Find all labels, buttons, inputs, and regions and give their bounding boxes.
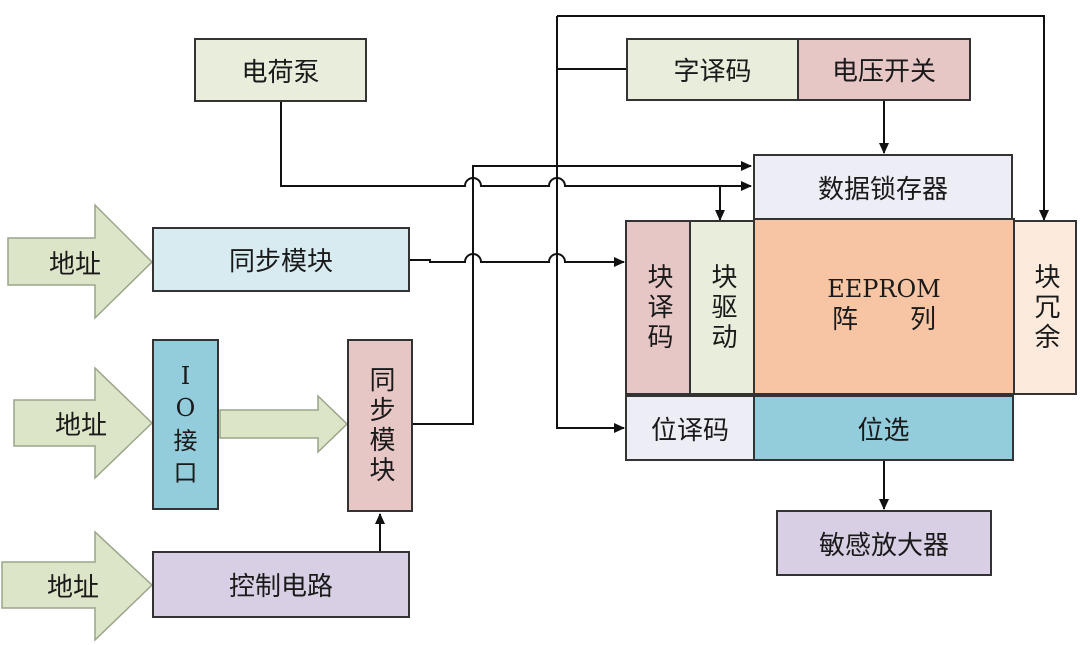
sense-amplifier-box: 敏感放大器 bbox=[776, 510, 992, 576]
address-label-2: 地址 bbox=[36, 403, 126, 443]
address-label-1: 地址 bbox=[30, 242, 120, 282]
voltage-switch-label: 电压开关 bbox=[831, 57, 936, 87]
bit-decoder-box: 位译码 bbox=[625, 395, 755, 461]
line-sync-to-block-decoder bbox=[410, 253, 625, 267]
word-decoder-box: 字译码 bbox=[626, 38, 799, 101]
address-text-1: 地址 bbox=[48, 249, 101, 280]
io-to-sync-arrow bbox=[219, 394, 349, 454]
block-redundancy-label: 块冗余 bbox=[1030, 262, 1060, 353]
word-decoder-label: 字译码 bbox=[673, 57, 752, 87]
voltage-switch-box: 电压开关 bbox=[797, 38, 971, 101]
address-text-3: 地址 bbox=[46, 572, 99, 603]
sync-module-vertical-label: 同步模块 bbox=[365, 365, 395, 486]
line-top-bus-to-redundancy bbox=[557, 15, 1049, 221]
eeprom-array-subtitle: 阵 列 bbox=[831, 305, 936, 335]
line-sync-v-to-bus bbox=[413, 161, 752, 425]
address-arrow-3 bbox=[1, 530, 154, 642]
address-label-3: 地址 bbox=[28, 565, 118, 605]
line-word-decoder-bus bbox=[556, 16, 625, 433]
eeprom-array-box: EEPROM 阵 列 bbox=[753, 218, 1015, 395]
control-circuit-box: 控制电路 bbox=[152, 551, 410, 618]
address-arrow-1 bbox=[7, 203, 154, 320]
eeprom-array-title: EEPROM bbox=[827, 275, 941, 304]
sync-module-horizontal-box: 同步模块 bbox=[152, 227, 410, 292]
sync-module-vertical-box: 同步模块 bbox=[347, 339, 413, 512]
bit-decoder-label: 位译码 bbox=[650, 415, 729, 446]
sync-module-horizontal-label: 同步模块 bbox=[228, 247, 333, 277]
block-decoder-box: 块译码 bbox=[625, 220, 691, 395]
block-decoder-label: 块译码 bbox=[643, 262, 673, 353]
io-interface-box: I O 接 口 bbox=[152, 339, 219, 510]
block-driver-label: 块驱动 bbox=[707, 262, 737, 353]
io-interface-label: I O 接 口 bbox=[173, 361, 198, 487]
address-text-2: 地址 bbox=[54, 410, 107, 441]
bit-select-box: 位选 bbox=[753, 395, 1014, 461]
sense-amplifier-label: 敏感放大器 bbox=[818, 530, 949, 561]
block-driver-box: 块驱动 bbox=[689, 220, 755, 395]
charge-pump-box: 电荷泵 bbox=[194, 38, 367, 102]
charge-pump-label: 电荷泵 bbox=[241, 57, 320, 88]
line-charge-pump-to-latch bbox=[280, 102, 752, 191]
data-latch-box: 数据锁存器 bbox=[753, 154, 1013, 220]
line-latch-to-driver bbox=[715, 185, 751, 221]
address-arrow-2 bbox=[13, 366, 154, 480]
bit-select-label: 位选 bbox=[857, 415, 910, 446]
control-circuit-label: 控制电路 bbox=[228, 572, 333, 602]
data-latch-label: 数据锁存器 bbox=[817, 174, 948, 205]
block-redundancy-box: 块冗余 bbox=[1013, 220, 1077, 395]
